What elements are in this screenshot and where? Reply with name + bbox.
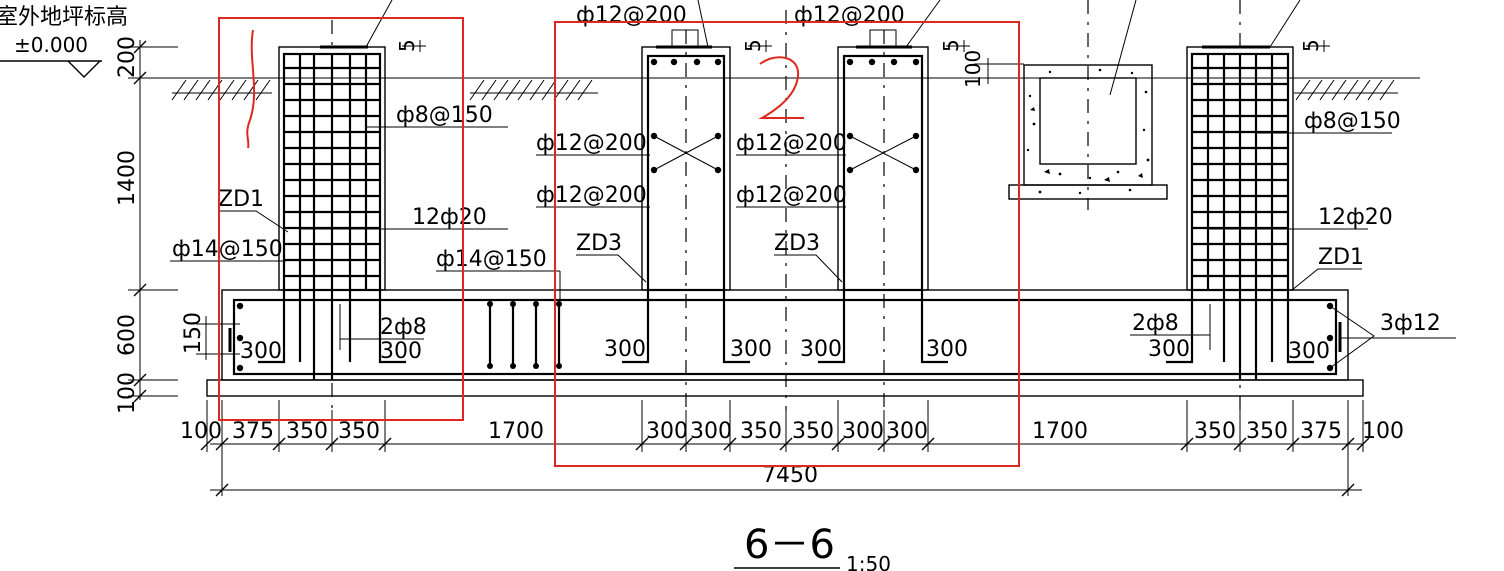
pit-leader: [1109, 0, 1137, 96]
label-zd1-left: ZD1: [218, 187, 264, 212]
beam-rebar-cage: [232, 298, 1338, 376]
leader-top-a: [697, 0, 709, 48]
column-zd3-b: [818, 29, 948, 364]
leader-top-right: [1269, 0, 1301, 48]
bottom-dim-chain: [200, 400, 1370, 497]
label-left-8at150: ф8@150: [396, 103, 493, 128]
ground-label: 室外地坪标高: [0, 5, 128, 30]
label-zd1-right: ZD1: [1318, 245, 1364, 270]
bdim-300-c: 300: [842, 419, 884, 444]
label-mid-b-12at200: ф12@200: [736, 131, 847, 156]
annotations: ф12@200 ф12@200 ф12@200 ф12@200 ф12@200 …: [170, 3, 1456, 369]
handwritten-2-stroke: [758, 56, 804, 119]
label-zd3-a: ZD3: [576, 231, 622, 256]
label-2phi8-right: 2ф8: [1132, 311, 1179, 336]
bdim-375-left: 375: [232, 419, 274, 444]
label-12phi20-right: 12ф20: [1318, 205, 1393, 230]
dim-150: 150: [181, 312, 206, 354]
section-title: 6－6: [744, 522, 835, 568]
foundation-beam: [221, 289, 1349, 381]
bdim-375-right: 375: [1300, 419, 1342, 444]
level-triangle-icon: [67, 60, 101, 78]
elev-tick-3: [946, 40, 970, 52]
bdim-350-b: 350: [338, 419, 380, 444]
label-mid-c-12at200: ф12@200: [536, 183, 647, 208]
bdim-100-right: 100: [1362, 419, 1404, 444]
label-300-6: 300: [926, 337, 968, 362]
section-scale: 1:50: [846, 552, 891, 571]
dim-100-pit-lines: [974, 58, 1024, 84]
label-300-1: 300: [240, 339, 282, 364]
dim-1400: 1400: [115, 150, 140, 206]
handwritten-1-stroke: [246, 29, 256, 149]
label-300-5: 300: [800, 337, 842, 362]
label-3phi12: 3ф12: [1380, 311, 1441, 336]
soil-hatch-right: [1294, 79, 1398, 101]
label-300-2: 300: [380, 339, 422, 364]
vertical-dim-chain: [128, 40, 178, 403]
label-right-8at150: ф8@150: [1304, 109, 1401, 134]
cushion-layer: [206, 379, 1364, 397]
handwritten-1-label: 1: [0, 0, 1, 1]
leader-top-b: [905, 0, 941, 48]
bdim-1700-right: 1700: [1032, 419, 1088, 444]
label-300-8: 300: [1288, 339, 1330, 364]
label-2phi8-left: 2ф8: [380, 315, 427, 340]
bdim-7450: 7450: [762, 463, 818, 488]
label-top-right-12at200: ф12@200: [794, 3, 905, 28]
label-top-left-12at200: ф12@200: [576, 3, 687, 28]
handwritten-2-label: 2: [0, 0, 1, 1]
markup-box-2: [554, 21, 1020, 467]
markup-box-1: [218, 17, 464, 421]
dim-600: 600: [115, 314, 140, 356]
label-12phi20-left: 12ф20: [412, 205, 487, 230]
ground-level-text: ±0.000: [14, 33, 88, 57]
bdim-350-a: 350: [286, 419, 328, 444]
leader-top-left: [365, 0, 393, 48]
label-mid-14at150: ф14@150: [436, 247, 547, 272]
bdim-350-f: 350: [1246, 419, 1288, 444]
label-300-7: 300: [1148, 337, 1190, 362]
label-mid-d-12at200: ф12@200: [736, 183, 847, 208]
column-zd3-a: [622, 29, 750, 364]
soil-hatch-left: [171, 79, 272, 101]
label-left-14at150: ф14@150: [172, 237, 283, 262]
bdim-350-d: 350: [792, 419, 834, 444]
label-300-4: 300: [730, 337, 772, 362]
dim-200: 200: [115, 36, 140, 78]
dim-100-pit: 100: [961, 50, 985, 88]
bottom-dim-texts: 100 375 350 350 1700 300 300 350 350 300…: [180, 419, 1404, 488]
bdim-1700-left: 1700: [488, 419, 544, 444]
soil-hatch-mid-left: [469, 79, 598, 101]
bdim-350-c: 350: [740, 419, 782, 444]
label-zd3-b: ZD3: [774, 231, 820, 256]
elev-tick-1: [402, 40, 426, 52]
label-mid-a-12at200: ф12@200: [536, 131, 647, 156]
label-300-3: 300: [604, 337, 646, 362]
dim-100: 100: [115, 372, 140, 414]
elev-tick-4: [1306, 40, 1330, 52]
elev-tick-2: [748, 40, 772, 52]
bdim-300-a: 300: [646, 419, 688, 444]
bdim-350-e: 350: [1194, 419, 1236, 444]
bdim-300-d: 300: [886, 419, 928, 444]
bdim-100-left: 100: [180, 419, 222, 444]
beam-stirrups-mid: [487, 300, 562, 369]
bdim-300-b: 300: [690, 419, 732, 444]
